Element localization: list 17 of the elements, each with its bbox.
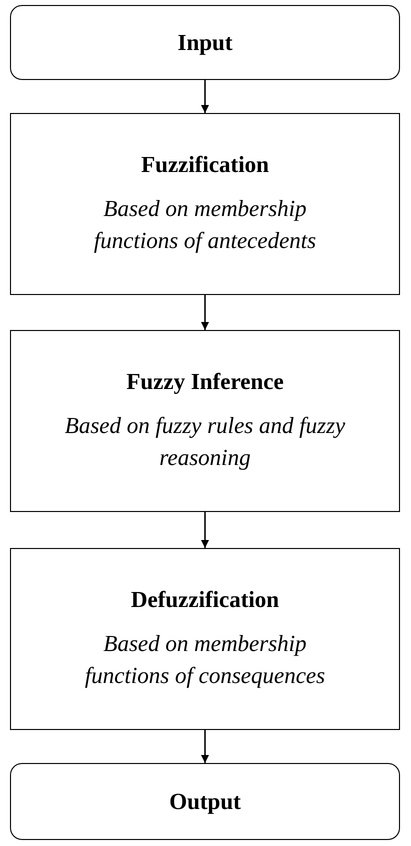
box-title: Fuzzy Inference [126, 368, 284, 396]
box-title: Input [178, 28, 232, 56]
process-box [10, 548, 400, 730]
arrow [201, 295, 209, 330]
process-box [10, 113, 400, 295]
box-description: Based on membership functions of antecedents [92, 194, 318, 255]
terminal-box [10, 5, 400, 80]
process-box [10, 330, 400, 512]
box-title: Output [169, 788, 241, 816]
box-title: Fuzzification [141, 151, 269, 179]
box-description: Based on fuzzy rules and fuzzy reasoning [64, 412, 346, 472]
box-description: Based on membership functions of consequences [84, 630, 326, 690]
terminal-box [10, 763, 400, 840]
arrow [201, 80, 209, 113]
arrow [201, 512, 209, 548]
box-title: Defuzzification [130, 586, 280, 614]
arrow [201, 730, 209, 763]
